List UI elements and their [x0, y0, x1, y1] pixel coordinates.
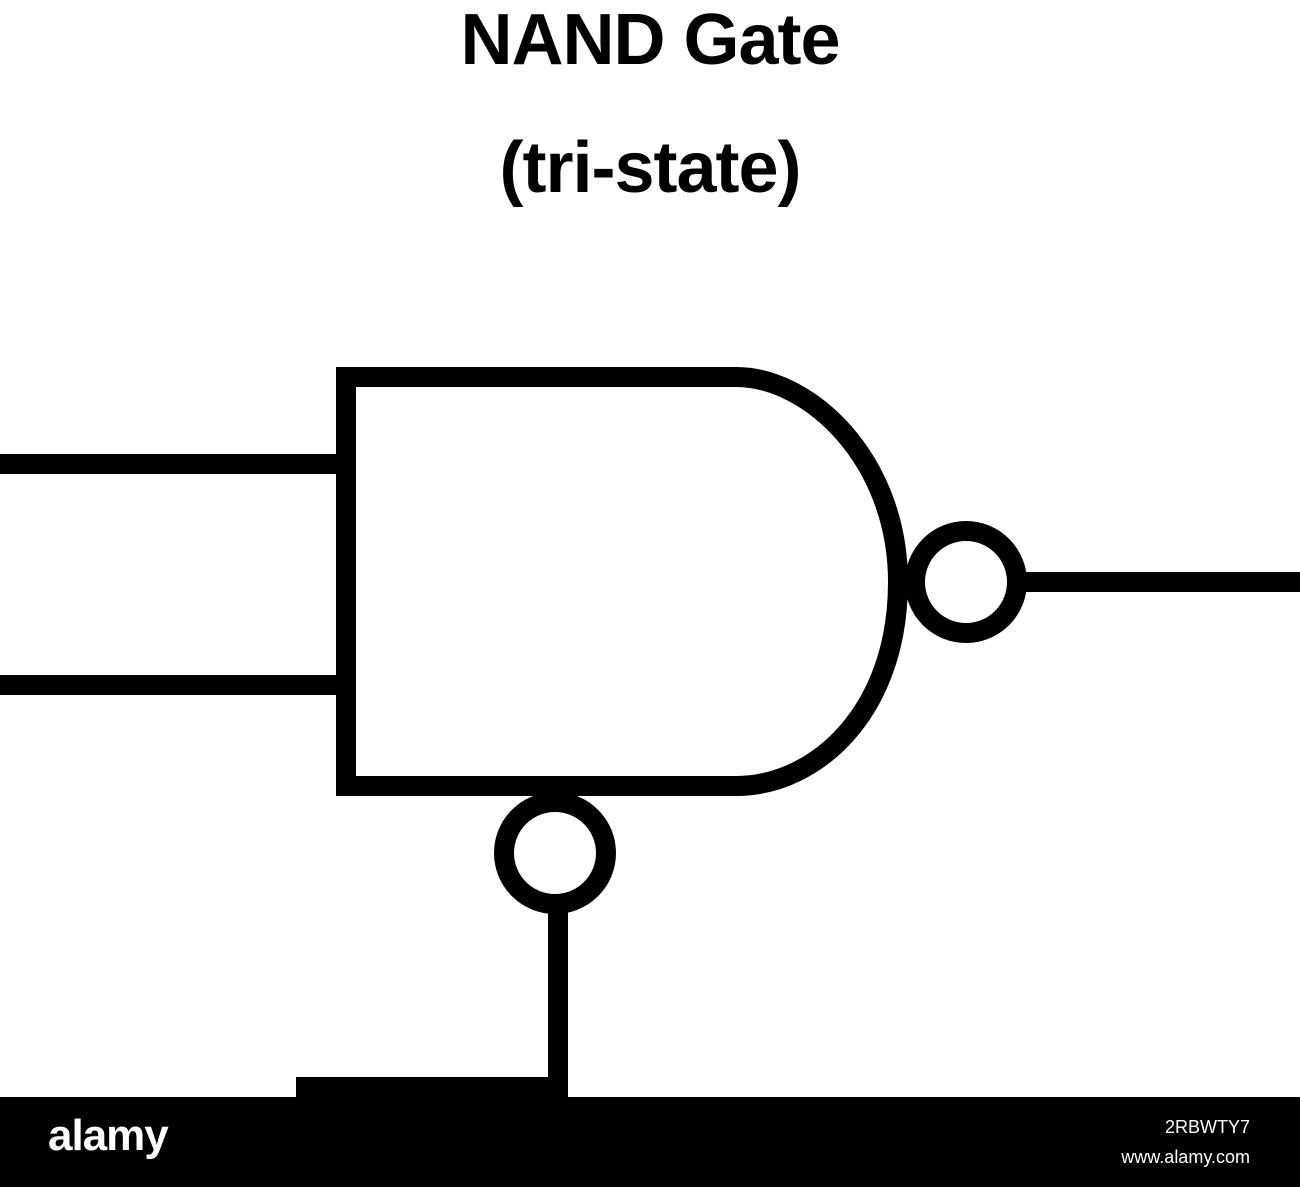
output-inversion-bubble: [905, 521, 1027, 643]
gate-body: [336, 367, 909, 796]
enable-wire: [296, 904, 568, 1097]
title-line-2: (tri-state): [499, 128, 801, 208]
site-url: www.alamy.com: [1121, 1147, 1250, 1167]
title-line-1: NAND Gate: [460, 0, 840, 80]
brand-logo: alamy: [48, 1111, 169, 1160]
enable-inversion-bubble: [494, 792, 616, 914]
watermark-footer: alamy 2RBWTY7 www.alamy.com: [0, 1097, 1300, 1187]
image-id: 2RBWTY7: [1164, 1117, 1250, 1137]
